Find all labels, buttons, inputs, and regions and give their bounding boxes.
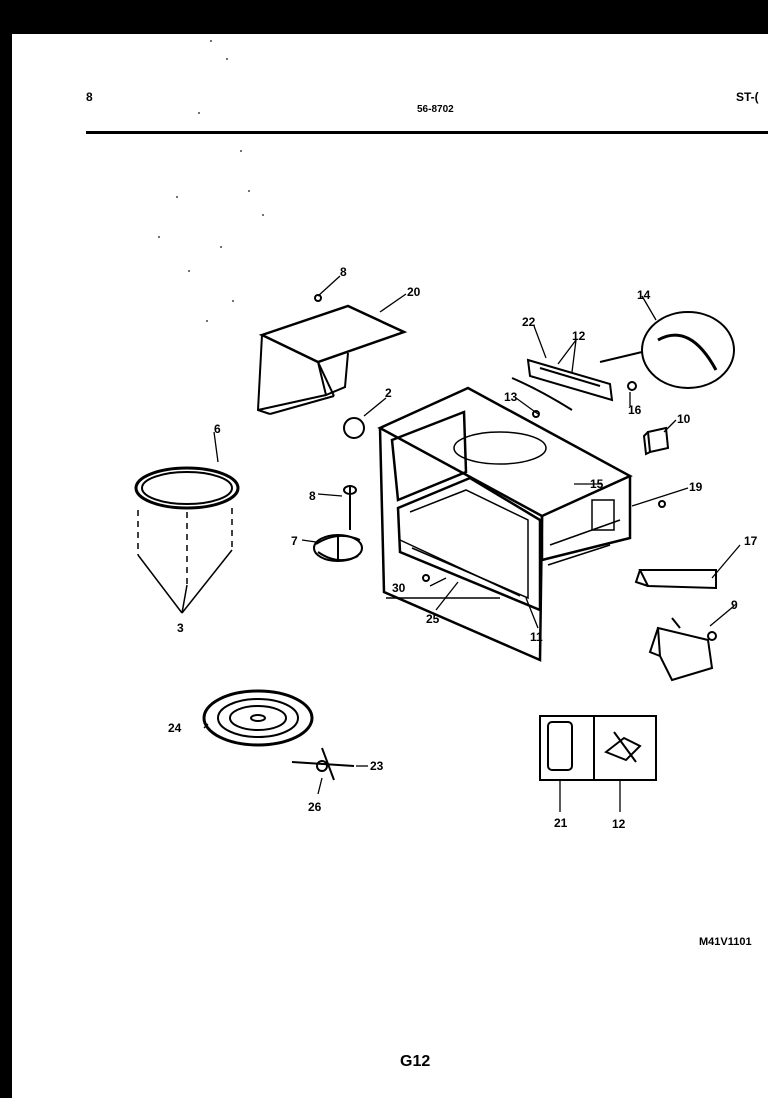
callout-10: 10 <box>677 412 691 426</box>
callout-23: 23 <box>370 759 384 773</box>
header-model-prefix: ST-( <box>736 90 759 104</box>
callout-22: 22 <box>522 315 536 329</box>
part-latch-assembly <box>511 358 637 411</box>
callout-11: 11 <box>530 630 543 644</box>
callout-24: 24 <box>168 721 182 735</box>
callout-8b: 8 <box>309 489 316 503</box>
part-oven-cavity <box>377 386 633 662</box>
callout-7: 7 <box>291 534 298 548</box>
model-code: M41V1101 <box>699 936 752 948</box>
part-mini-knob <box>343 417 365 439</box>
callout-21: 21 <box>554 816 568 830</box>
callout-15: 15 <box>590 477 604 491</box>
callout-12a: 12 <box>572 329 586 343</box>
screw-side <box>658 500 666 508</box>
part-stirrer-fan <box>313 485 363 562</box>
part-side-bracket <box>634 569 717 590</box>
part-roller-leaders <box>137 549 233 614</box>
screw-bottom <box>422 574 430 582</box>
part-roller-ring <box>134 466 240 510</box>
callout-20: 20 <box>407 285 421 299</box>
callout-25: 25 <box>426 612 440 626</box>
callout-9: 9 <box>731 598 738 612</box>
callout-8a: 8 <box>340 265 347 279</box>
callout-6: 6 <box>214 422 221 436</box>
header-rule <box>86 131 768 134</box>
screw-top <box>314 294 322 302</box>
part-roller-leader-lines <box>137 508 233 585</box>
part-turntable-coupler <box>291 747 355 781</box>
header-page-number: 8 <box>86 90 93 104</box>
callout-3: 3 <box>177 621 184 635</box>
part-inset-box <box>539 715 657 781</box>
screw-rear <box>532 410 540 418</box>
callout-13: 13 <box>504 390 518 404</box>
callout-leaders <box>203 275 741 812</box>
callout-16: 16 <box>628 403 642 417</box>
scan-left-border <box>0 34 12 1098</box>
scan-top-border <box>0 0 768 34</box>
callout-2: 2 <box>385 386 392 400</box>
callout-30: 30 <box>392 581 406 595</box>
callout-14: 14 <box>637 288 651 302</box>
part-glass-turntable <box>202 689 314 747</box>
part-duct <box>648 617 717 682</box>
callout-12b: 12 <box>612 817 626 831</box>
part-small-bracket <box>642 426 670 456</box>
part-lamp-cover <box>599 311 735 389</box>
scan-noise <box>158 40 264 322</box>
callout-19: 19 <box>689 480 703 494</box>
header-catalog-code: 56-8702 <box>417 104 454 115</box>
page-code: G12 <box>400 1053 431 1070</box>
part-top-cover <box>256 304 408 415</box>
callout-17: 17 <box>744 534 758 548</box>
callout-26: 26 <box>308 800 322 814</box>
